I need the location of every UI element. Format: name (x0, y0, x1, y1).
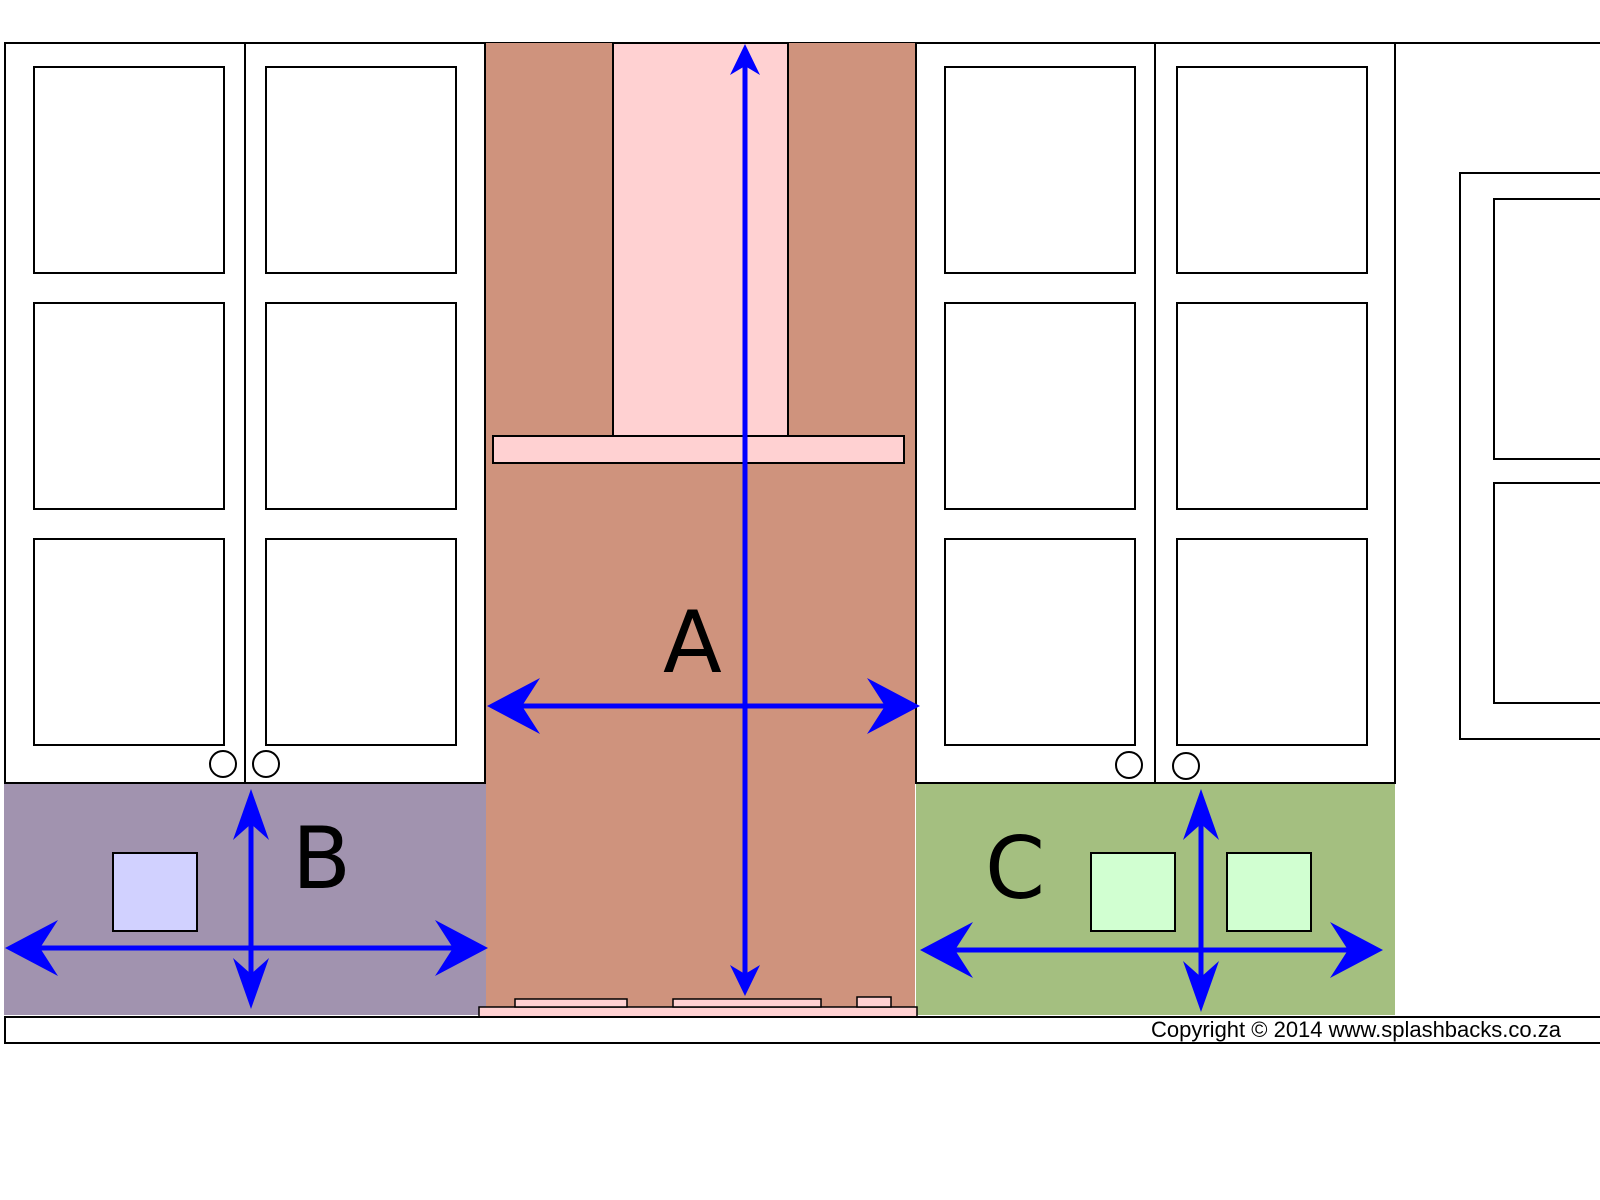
arrowhead (730, 965, 760, 996)
extractor-hood (492, 42, 905, 464)
power-socket-c-right (1226, 852, 1312, 932)
arrowhead (5, 920, 58, 976)
arrowhead (1183, 961, 1219, 1012)
right-wall-cabinet (915, 42, 1396, 784)
left-wall-cabinet (4, 42, 486, 784)
power-socket-c-left (1090, 852, 1176, 932)
copyright-text: Copyright © 2014 www.splashbacks.co.za (1151, 1017, 1562, 1042)
cabinet-knob (1172, 752, 1200, 780)
cabinet-knob (252, 750, 280, 778)
arrowhead (867, 678, 920, 734)
arrowhead (730, 44, 760, 75)
arrowhead (1183, 789, 1219, 840)
arrowhead (1330, 922, 1383, 978)
dimension-arrows (5, 44, 1383, 1012)
arrowhead (233, 958, 269, 1009)
zone-label-b: B (292, 809, 351, 909)
cabinet-knob (1115, 751, 1143, 779)
countertop (4, 1016, 1600, 1044)
power-socket-b (112, 852, 198, 932)
side-cabinet (1459, 172, 1600, 740)
arrowhead (487, 678, 540, 734)
arrowhead (435, 920, 488, 976)
hob (478, 996, 918, 1018)
cabinet-knob (209, 750, 237, 778)
zone-label-a: A (663, 593, 722, 693)
arrowhead (920, 922, 973, 978)
arrowhead (233, 789, 269, 840)
zone-label-c: C (985, 819, 1045, 919)
